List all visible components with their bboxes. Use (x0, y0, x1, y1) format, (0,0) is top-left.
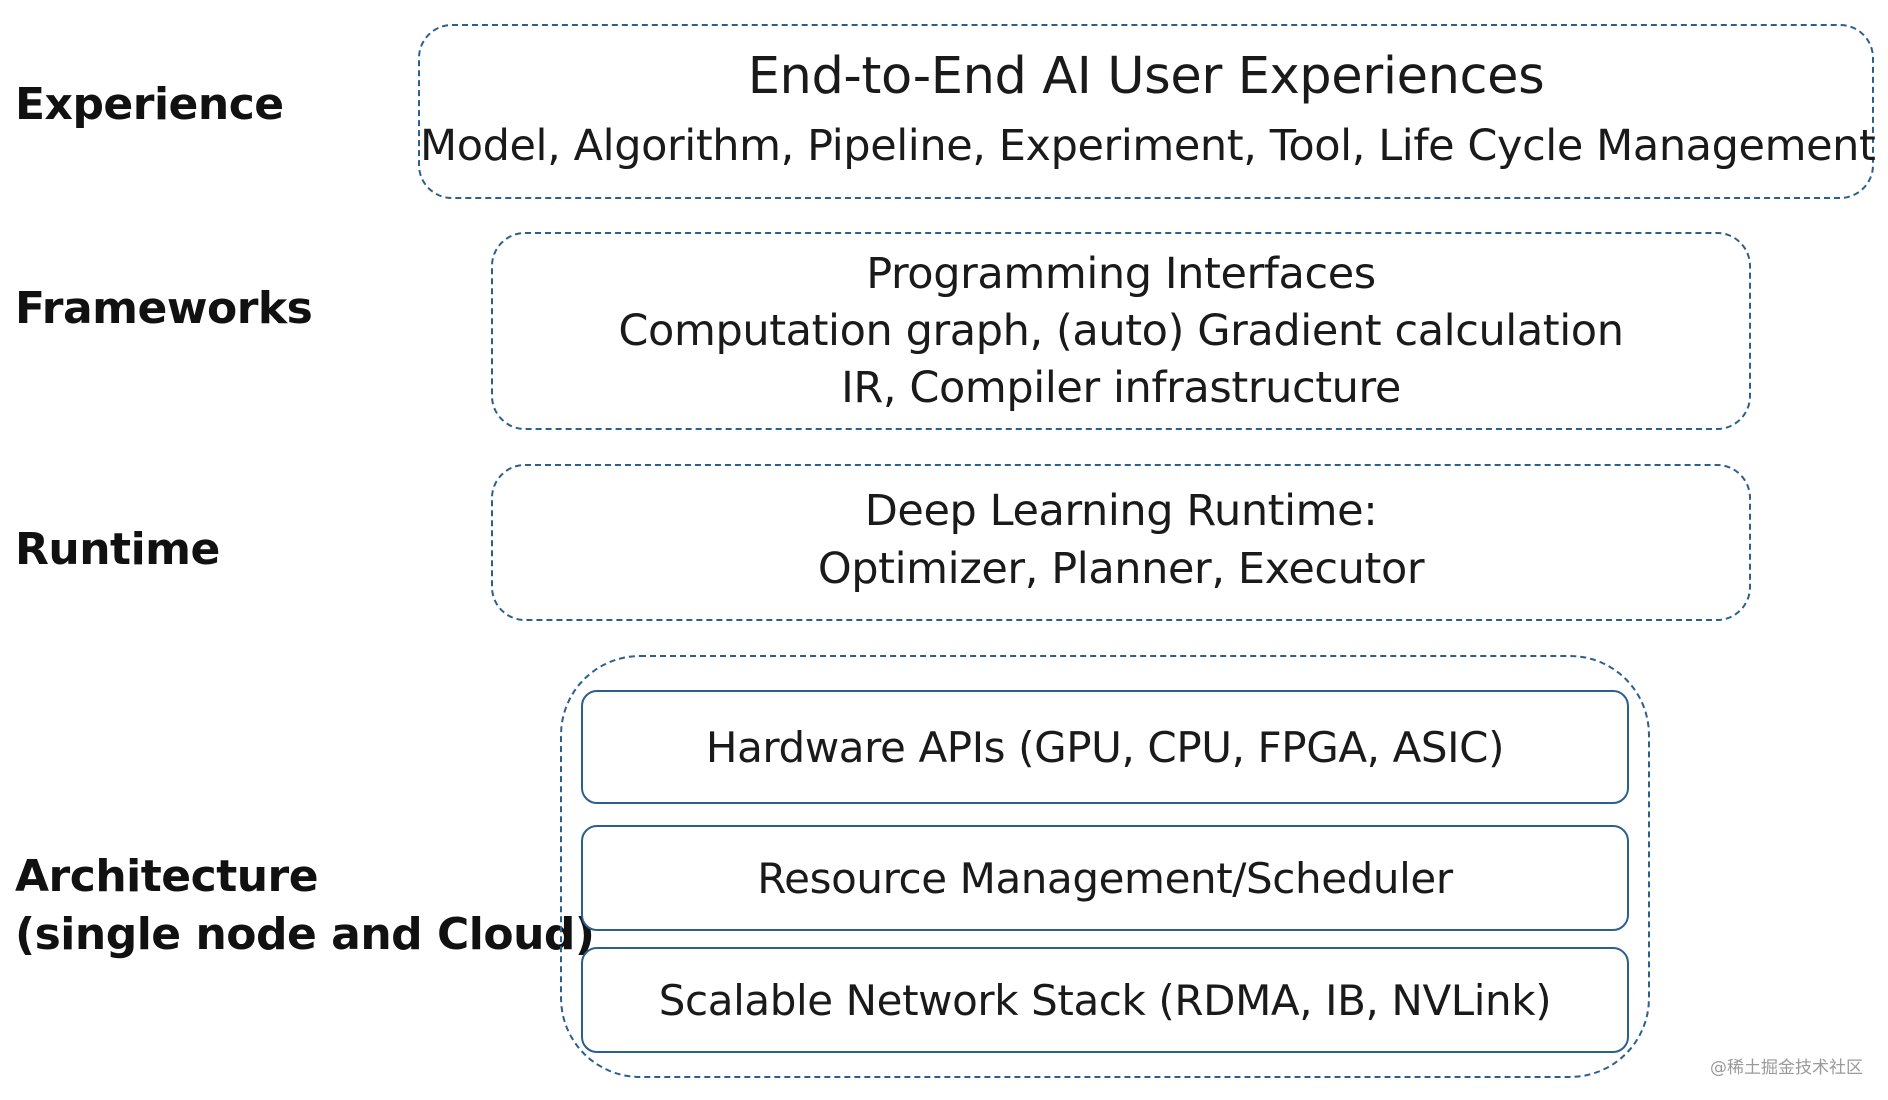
architecture-layer-box (560, 655, 1650, 1078)
architecture-label-line-2: (single node and Cloud) (15, 909, 595, 960)
architecture-label-line-1: Architecture (15, 851, 319, 902)
experience-subtitle: Model, Algorithm, Pipeline, Experiment, … (420, 121, 1876, 171)
hardware-apis-label: Hardware APIs (GPU, CPU, FPGA, ASIC) (705, 722, 1505, 772)
runtime-layer-label: Runtime (15, 524, 220, 575)
network-stack-label: Scalable Network Stack (RDMA, IB, NVLink… (658, 975, 1552, 1025)
frameworks-line-2: Computation graph, (auto) Gradient calcu… (618, 306, 1624, 356)
experience-layer-label: Experience (15, 79, 284, 130)
frameworks-line-3: IR, Compiler infrastructure (841, 363, 1401, 413)
runtime-line-1: Deep Learning Runtime: (864, 486, 1378, 536)
experience-layer-box: End-to-End AI User Experiences Model, Al… (418, 24, 1876, 199)
frameworks-line-1: Programming Interfaces (866, 249, 1376, 299)
experience-title: End-to-End AI User Experiences (747, 47, 1545, 106)
runtime-layer-box: Deep Learning Runtime: Optimizer, Planne… (491, 464, 1751, 621)
architecture-layer-label: Architecture (single node and Cloud) (15, 848, 595, 964)
hardware-apis-box: Hardware APIs (GPU, CPU, FPGA, ASIC) (581, 690, 1629, 804)
resource-management-box: Resource Management/Scheduler (581, 825, 1629, 931)
resource-management-label: Resource Management/Scheduler (757, 853, 1453, 903)
frameworks-layer-box: Programming Interfaces Computation graph… (491, 232, 1751, 430)
frameworks-layer-label: Frameworks (15, 283, 313, 334)
runtime-line-2: Optimizer, Planner, Executor (817, 544, 1425, 594)
network-stack-box: Scalable Network Stack (RDMA, IB, NVLink… (581, 947, 1629, 1053)
watermark-text: @稀土掘金技术社区 (1710, 1058, 1863, 1078)
